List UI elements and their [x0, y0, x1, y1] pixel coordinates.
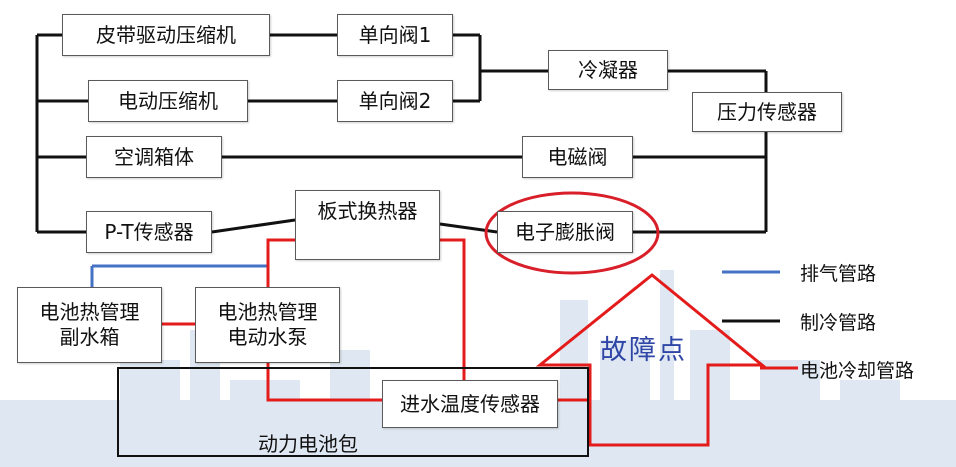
battery-reservoir-label-line2: 副水箱 [59, 325, 120, 349]
pt-sensor-box: P-T传感器 [86, 211, 212, 253]
condenser-box: 冷凝器 [548, 50, 668, 90]
check-valve-1-box: 单向阀1 [337, 14, 453, 56]
plate-heat-exchanger-box: 板式换热器 [295, 190, 440, 260]
battery-pump-label-line1: 电池热管理 [217, 300, 318, 324]
check-valve-2-box: 单向阀2 [337, 80, 453, 122]
plate-heat-exchanger-label: 板式换热器 [317, 199, 418, 223]
refrigerant-lines [35, 33, 768, 234]
electric-compressor-box: 电动压缩机 [88, 80, 248, 122]
battery-pack-label: 动力电池包 [258, 432, 358, 456]
exhaust-line [90, 264, 270, 287]
check-valve-1-label: 单向阀1 [358, 22, 432, 47]
fault-arrow [535, 273, 767, 447]
battery-pack-outline [117, 367, 589, 457]
legend-exhaust-label: 排气管路 [800, 263, 877, 285]
fault-highlight-ellipse [484, 191, 660, 275]
fault-point-label: 故障点 [600, 335, 687, 366]
belt-compressor-label: 皮带驱动压缩机 [96, 22, 236, 47]
pt-sensor-label: P-T传感器 [104, 219, 194, 244]
battery-pump-box: 电池热管理 电动水泵 [195, 287, 340, 363]
condenser-label: 冷凝器 [578, 57, 638, 82]
legend-battery-cooling-label: 电池冷却管路 [800, 360, 915, 382]
check-valve-2-label: 单向阀2 [358, 88, 432, 113]
battery-pump-label-line2: 电动水泵 [227, 325, 308, 349]
pressure-sensor-box: 压力传感器 [692, 92, 842, 132]
inlet-temp-sensor-label: 进水温度传感器 [400, 391, 540, 416]
ac-box: 空调箱体 [86, 136, 222, 178]
ac-box-label: 空调箱体 [114, 144, 194, 169]
legend-refrigerant-label: 制冷管路 [800, 312, 877, 334]
electronic-expansion-valve-label: 电子膨胀阀 [515, 219, 615, 244]
belt-compressor-box: 皮带驱动压缩机 [62, 14, 270, 56]
pressure-sensor-label: 压力传感器 [717, 99, 817, 124]
electric-compressor-label: 电动压缩机 [118, 88, 218, 113]
inlet-temp-sensor-box: 进水温度传感器 [382, 380, 558, 428]
solenoid-valve-box: 电磁阀 [522, 136, 633, 178]
battery-reservoir-label-line1: 电池热管理 [39, 300, 140, 324]
battery-reservoir-box: 电池热管理 副水箱 [17, 287, 162, 363]
electronic-expansion-valve-box: 电子膨胀阀 [497, 211, 633, 253]
solenoid-valve-label: 电磁阀 [547, 144, 608, 169]
